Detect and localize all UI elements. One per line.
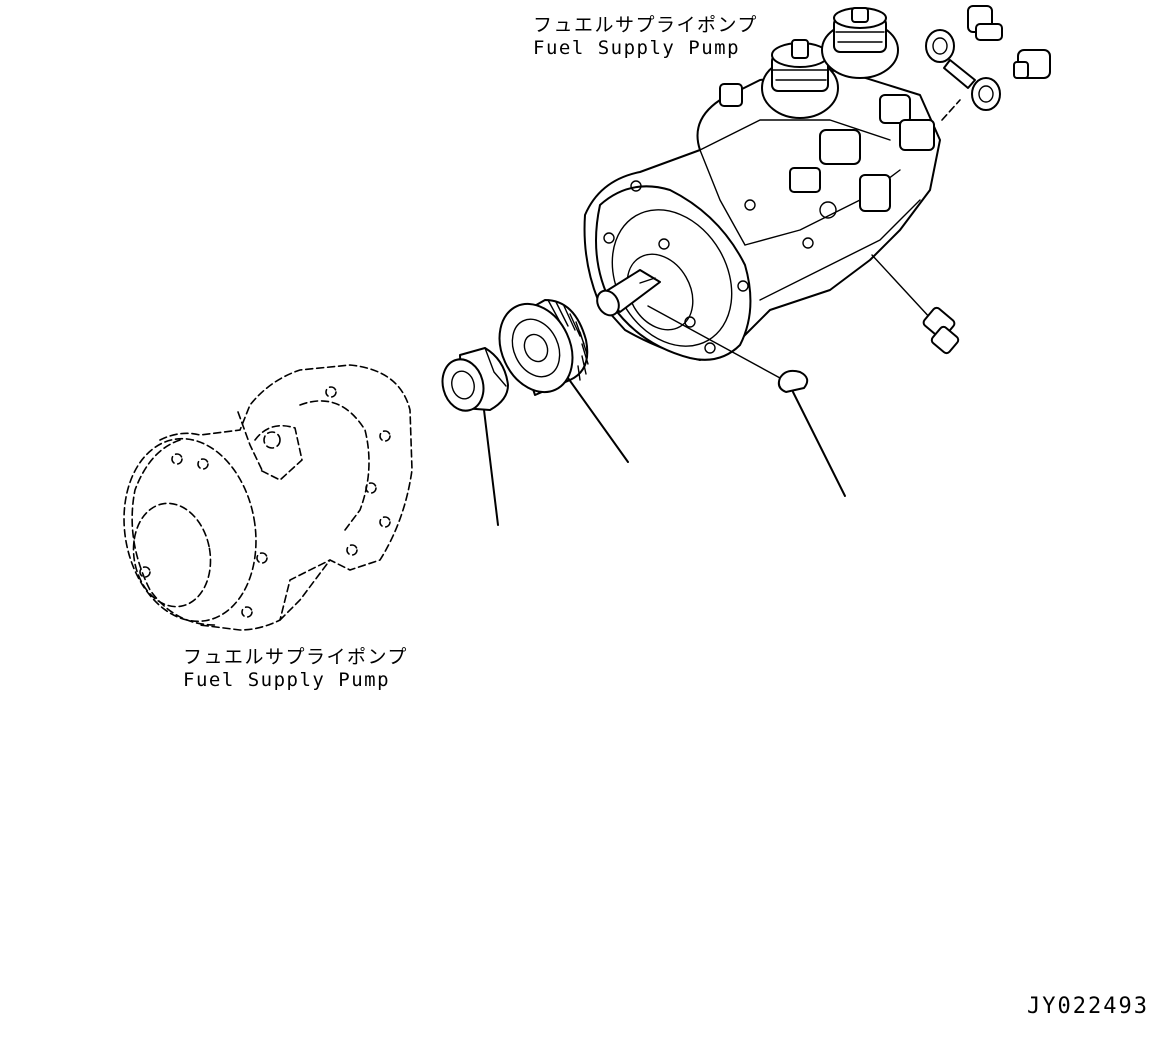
fuel-supply-pump-upper [583,5,1051,361]
flange-nut [441,347,509,526]
mounting-bolt [871,254,960,355]
label-bottom-en: Fuel Supply Pump [183,669,391,691]
fuel-supply-pump-lower [123,364,413,631]
drive-gear [498,299,629,463]
fuel-supply-pump-label-top: フュエルサプライポンプ Fuel Supply Pump [533,14,758,60]
fuel-supply-pump-label-bottom: フュエルサプライポンプ Fuel Supply Pump [183,646,408,692]
drawing-code: JY022493 [1027,994,1149,1019]
label-top-en: Fuel Supply Pump [533,37,741,59]
label-top-jp: フュエルサプライポンプ [533,14,758,36]
woodruff-key [777,369,846,497]
label-bottom-jp: フュエルサプライポンプ [183,646,408,668]
